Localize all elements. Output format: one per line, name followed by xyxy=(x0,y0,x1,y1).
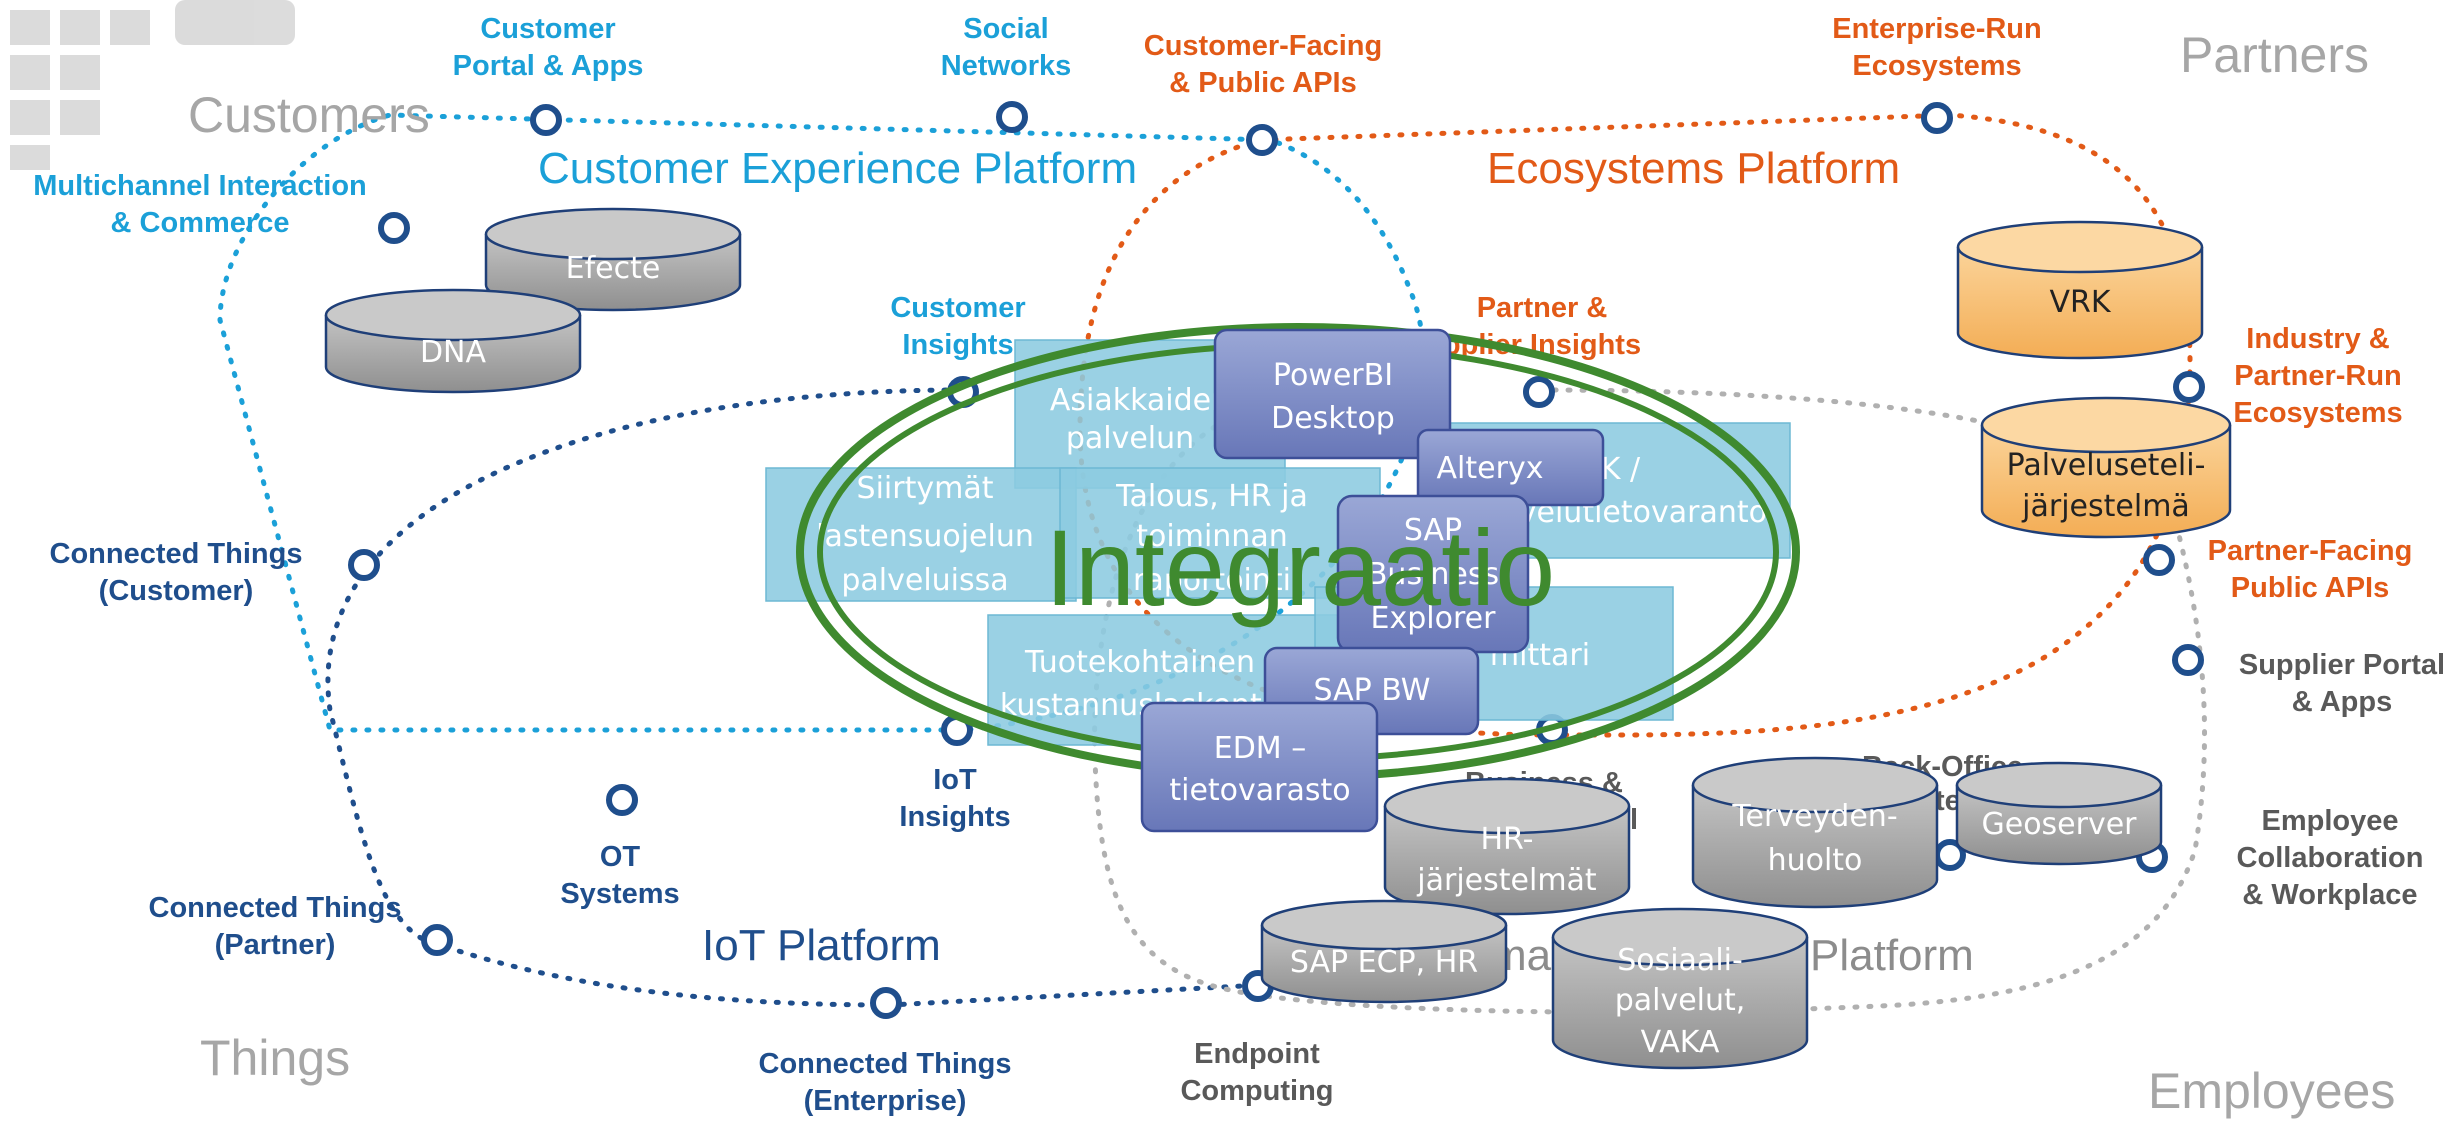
corner-customers: Customers xyxy=(188,87,430,143)
touchpoint-partner-insights[interactable] xyxy=(1523,376,1555,408)
cylinder-vrk[interactable] xyxy=(1956,220,2204,360)
label-connected-enterprise: Connected Things(Enterprise) xyxy=(759,1048,1012,1117)
tool-sap-bw-text: SAP BW xyxy=(1314,673,1431,708)
tool-edm[interactable] xyxy=(1140,701,1379,833)
tool-edm-text: EDM –tietovarasto xyxy=(1169,731,1350,808)
corner-employees: Employees xyxy=(2148,1063,2395,1119)
cylinder-palveluseteli[interactable] xyxy=(1980,396,2232,539)
cylinder-terveyden[interactable] xyxy=(1691,756,1939,909)
logo xyxy=(0,0,295,175)
cylinder-vrk-text: VRK xyxy=(2049,285,2111,320)
cylinder-efecte-text: Efecte xyxy=(566,251,661,286)
cylinder-sap-ecp[interactable] xyxy=(1260,899,1508,1004)
touchpoint-partner-facing-apis[interactable] xyxy=(2143,544,2175,576)
information-systems-fragment-b: Platform xyxy=(1810,931,1974,980)
touchpoint-connected-customer[interactable] xyxy=(348,549,380,581)
label-customer-facing-apis: Customer-Facing& Public APIs xyxy=(1144,30,1382,99)
touchpoint-customer-facing-apis[interactable] xyxy=(1246,124,1278,156)
cylinder-terveyden-text: Terveyden-huolto xyxy=(1731,799,1897,878)
touchpoint-connected-partner[interactable] xyxy=(421,924,453,956)
cylinder-sap-ecp-text: SAP ECP, HR xyxy=(1290,945,1478,980)
label-connected-partner: Connected Things(Partner) xyxy=(149,892,402,961)
iot-platform-title: IoT Platform xyxy=(702,921,941,970)
ecosystems-platform-title: Ecosystems Platform xyxy=(1487,144,1900,193)
cylinder-hr-text: HR-järjestelmät xyxy=(1416,822,1597,898)
touchpoint-connected-enterprise[interactable] xyxy=(870,987,902,1019)
touchpoint-industry-partner[interactable] xyxy=(2173,371,2205,403)
tool-alteryx-text: Alteryx xyxy=(1437,451,1544,486)
customer-experience-platform-title: Customer Experience Platform xyxy=(538,144,1137,193)
cylinder-palveluseteli-text: Palveluseteli-järjestelmä xyxy=(2007,448,2206,524)
label-partner-insights: Partner &pplier Insights xyxy=(1443,292,1641,361)
label-connected-customer: Connected Things(Customer) xyxy=(50,538,303,607)
label-supplier-portal: Supplier Portal& Apps xyxy=(2239,649,2445,718)
cylinder-dna[interactable] xyxy=(324,288,582,394)
touchpoint-multichannel[interactable] xyxy=(378,212,410,244)
cylinder-efecte[interactable] xyxy=(484,207,742,312)
label-multichannel: Multichannel Interaction& Commerce xyxy=(33,170,367,239)
corner-things: Things xyxy=(200,1030,350,1086)
box-talous[interactable] xyxy=(1059,467,1381,599)
cylinder-dna-text: DNA xyxy=(420,335,487,370)
cylinder-geoserver[interactable] xyxy=(1955,761,2163,866)
touchpoint-supplier-portal[interactable] xyxy=(2172,644,2204,676)
cylinder-geoserver-text: Geoserver xyxy=(1981,807,2137,842)
customer-experience-loop xyxy=(217,112,1426,733)
cylinder-sosiaali-text: Sosiaali-palvelut,VAKA xyxy=(1615,943,1746,1060)
touchpoint-enterprise-run[interactable] xyxy=(1921,102,1953,134)
cylinder-sosiaali[interactable] xyxy=(1551,907,1809,1070)
cylinder-hr[interactable] xyxy=(1383,777,1631,916)
touchpoint-customer-portal[interactable] xyxy=(530,104,562,136)
corner-partners: Partners xyxy=(2180,27,2369,83)
touchpoint-social-networks[interactable] xyxy=(996,101,1028,133)
tool-powerbi[interactable] xyxy=(1213,328,1452,460)
integration-label: Integraatio xyxy=(1045,507,1555,628)
touchpoint-ot-systems[interactable] xyxy=(606,784,638,816)
